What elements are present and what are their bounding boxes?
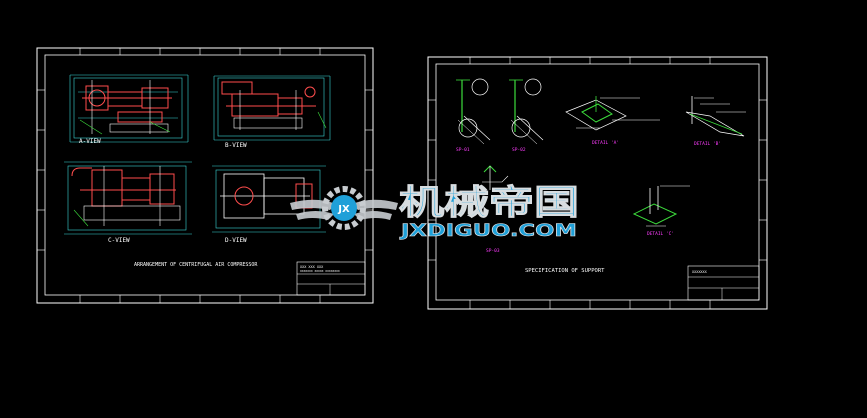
sheet-right-outer-border — [427, 56, 768, 310]
d-view-label: D-VIEW — [225, 237, 247, 244]
sheet-left-title: ARRANGEMENT OF CENTRIFUGAL AIR COMPRESSO… — [134, 262, 258, 268]
watermark-latin-text: JXDIGUO.COM — [400, 221, 577, 241]
sheet-left-inner-border — [44, 54, 366, 296]
support-sp03-drawing[interactable] — [482, 165, 509, 190]
sheet-right-title-block[interactable]: XXXXXXX — [687, 265, 760, 301]
detail-a-drawing[interactable] — [565, 96, 660, 131]
a-view-label: A-VIEW — [79, 138, 101, 145]
sheet-left-ticks — [37, 48, 373, 303]
detail-b-label: DETAIL 'B' — [694, 141, 721, 147]
c-view-drawing[interactable] — [64, 161, 192, 235]
sheet-right-title-block-line1: XXXXXXX — [692, 270, 708, 274]
support-sp02-drawing[interactable] — [509, 78, 544, 145]
d-view-drawing[interactable] — [212, 165, 326, 233]
sheet-left-title-block-line2: XXXXXXX XXXXX XXXXXXXX — [300, 269, 340, 273]
sheet-left-title-block[interactable]: XXX XXX XXX XXXXXXX XXXXX XXXXXXXX — [296, 261, 366, 296]
b-view-label: B-VIEW — [225, 142, 247, 149]
b-view-drawing[interactable] — [213, 75, 331, 141]
support-sp02-label: SP-02 — [512, 147, 526, 153]
sheet-left-outer-border — [36, 47, 374, 304]
watermark-chinese-text: 机械帝国 — [399, 183, 579, 223]
detail-c-drawing[interactable] — [632, 185, 690, 227]
sheet-left[interactable]: A-VIEW B-VIEW — [36, 47, 374, 304]
c-view-label: C-VIEW — [108, 237, 130, 244]
sheet-right-inner-border — [435, 63, 760, 301]
detail-c-label: DETAIL 'C' — [647, 231, 674, 237]
sheet-right-ticks — [428, 57, 767, 309]
sheet-left-title-block-line1: XXX XXX XXX — [300, 265, 324, 269]
sheet-right[interactable]: SP-01 SP-02 DETAIL 'A' — [427, 56, 768, 310]
support-sp01-label: SP-01 — [456, 147, 470, 153]
emblem-letters: JX — [337, 204, 350, 215]
support-sp01-drawing[interactable] — [456, 78, 491, 145]
a-view-drawing[interactable] — [69, 74, 189, 143]
support-sp03-label: SP-03 — [486, 248, 500, 254]
watermark-logo: JX 机械帝国 JXDIGUO.COM — [290, 183, 580, 241]
detail-b-drawing[interactable] — [685, 96, 746, 137]
sheet-right-title: SPECIFICATION OF SUPPORT — [525, 268, 605, 274]
winged-gear-emblem: JX — [290, 186, 398, 230]
detail-a-label: DETAIL 'A' — [592, 140, 619, 146]
